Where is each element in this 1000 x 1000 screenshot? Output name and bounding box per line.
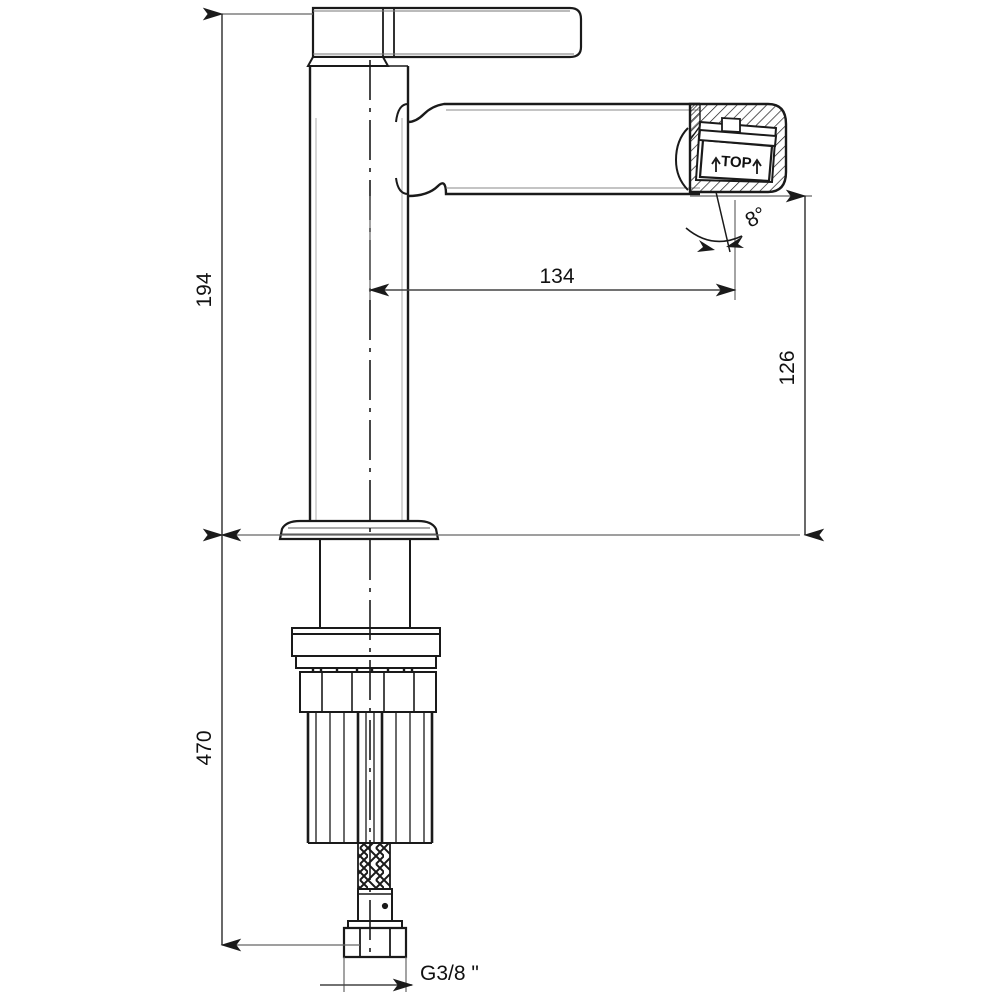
dimension-label-angle: 8° — [742, 203, 771, 233]
handle-collar — [306, 56, 390, 67]
mounting-shank — [319, 539, 411, 634]
lever-handle — [311, 6, 583, 59]
faucet-body-geometry — [278, 6, 788, 960]
braided-hose — [357, 842, 391, 890]
flex-hoses — [306, 712, 434, 844]
dimension-spout-height: 126 — [776, 189, 825, 542]
dimension-shank-length: 470 — [193, 528, 242, 952]
dimension-spout-reach: 134 — [368, 265, 737, 297]
hex-nut — [342, 920, 408, 959]
fixing-washer — [291, 627, 441, 679]
base-flange — [278, 519, 440, 541]
dimension-label-470: 470 — [193, 730, 216, 765]
aerator-assembly — [674, 102, 788, 194]
dimension-inlet-thread: G3/8 " — [320, 957, 479, 992]
hose-retaining-block — [299, 671, 437, 713]
dimension-overall-height: 194 — [193, 7, 242, 542]
spout-arm — [395, 102, 700, 222]
aerator-top-marking-label: TOP — [720, 153, 752, 172]
dimension-annotations: 194 470 134 126 — [193, 7, 825, 992]
dimension-label-126: 126 — [776, 350, 799, 385]
hose-ferrule — [357, 888, 393, 926]
dimension-outlet-angle: 8° — [685, 191, 771, 253]
dimension-label-thread: G3/8 " — [420, 962, 479, 985]
dimension-label-134: 134 — [539, 265, 574, 288]
dimension-label-194: 194 — [193, 272, 216, 307]
body-column — [308, 65, 410, 521]
